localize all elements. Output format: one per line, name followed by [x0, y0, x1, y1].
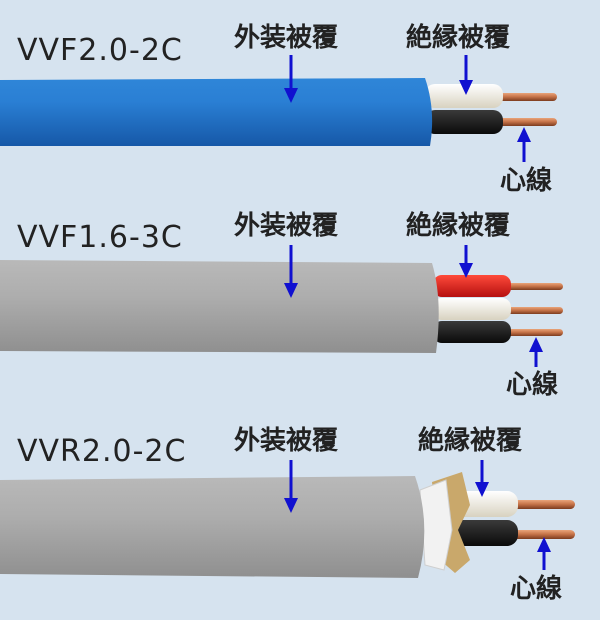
outer-sheath: [0, 260, 439, 353]
insulation-red: [433, 275, 511, 297]
insulation-black: [450, 520, 518, 546]
sheath-label: 外装被覆: [234, 211, 339, 241]
outer-sheath: [0, 78, 433, 146]
insulation-white: [433, 298, 511, 320]
insulation-black: [433, 321, 511, 343]
insulation-label: 絶縁被覆: [418, 426, 523, 456]
insulation-label: 絶縁被覆: [406, 211, 511, 241]
arrow-insulation-icon: [459, 245, 473, 278]
cable-name-label: VVF1.6-3C: [17, 220, 183, 255]
arrow-conductor-icon: [529, 337, 543, 367]
sheath-label: 外装被覆: [234, 23, 339, 53]
arrow-sheath-icon: [284, 460, 298, 513]
cable-panel-vvf16-3c: VVF1.6-3C 外装被覆 絶縁被覆 心線: [0, 200, 600, 410]
cable-photo-vvr20-2c: [0, 460, 575, 578]
conductor-1: [505, 283, 563, 290]
cable-name-label: VVR2.0-2C: [17, 434, 187, 469]
cable-name-label: VVF2.0-2C: [17, 33, 183, 68]
conductor-1: [505, 500, 575, 509]
conductor-3: [505, 329, 563, 336]
sheath-label: 外装被覆: [234, 426, 339, 456]
conductor-label: 心線: [506, 370, 559, 400]
cable-photo-vvf16-3c: [0, 245, 563, 367]
arrow-insulation-icon: [459, 55, 473, 95]
conductor-2: [495, 118, 557, 126]
arrow-conductor-icon: [537, 537, 551, 570]
insulation-label: 絶縁被覆: [406, 23, 511, 53]
arrow-sheath-icon: [284, 55, 298, 103]
cable-panel-vvf20-2c: VVF2.0-2C 外装被覆 絶縁被覆 心線: [0, 0, 600, 200]
conductor-2: [505, 307, 563, 314]
arrow-insulation-icon: [475, 460, 489, 497]
arrow-conductor-icon: [517, 127, 531, 162]
conductor-1: [495, 93, 557, 101]
cable-panel-vvr20-2c: VVR2.0-2C 外装被覆 絶縁被覆 心線: [0, 410, 600, 620]
conductor-2: [505, 530, 575, 539]
filler-wrap: [419, 479, 453, 571]
conductor-label: 心線: [500, 166, 553, 196]
conductor-label: 心線: [510, 574, 563, 604]
insulation-white: [425, 84, 503, 108]
outer-sheath: [0, 476, 425, 578]
cable-photo-vvf20-2c: [0, 55, 557, 162]
arrow-sheath-icon: [284, 245, 298, 298]
insulation-black: [425, 110, 503, 134]
